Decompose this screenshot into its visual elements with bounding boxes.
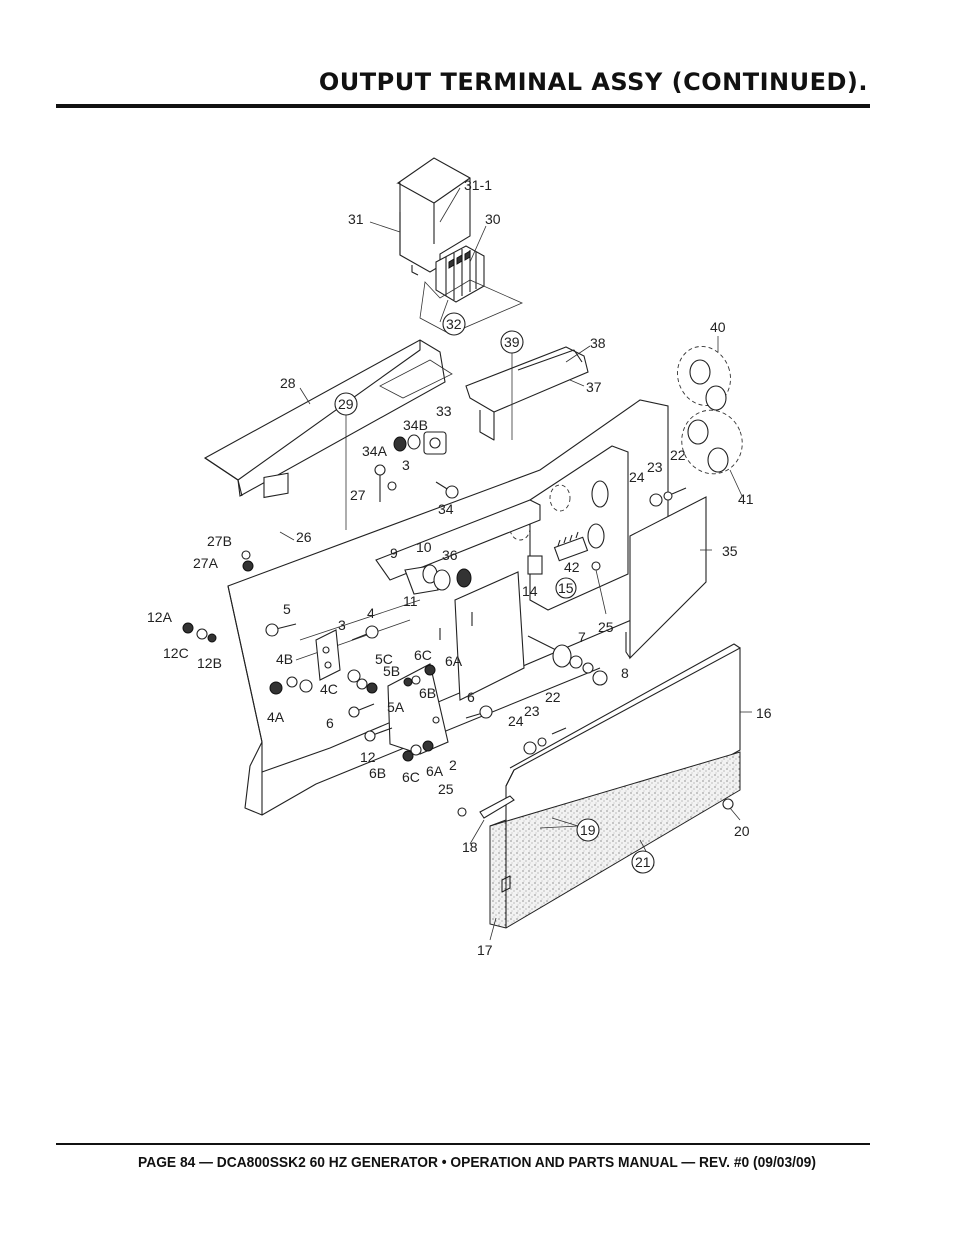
callout-6-right: 6 [467, 689, 475, 705]
callout-40: 40 [710, 319, 726, 335]
connector-group [393, 431, 589, 595]
callout-33: 33 [436, 403, 452, 419]
breaker-mount-outline [419, 279, 524, 335]
callout-21: 21 [635, 854, 651, 870]
callout-37: 37 [586, 379, 602, 395]
callout-12A: 12A [147, 609, 173, 625]
callout-35: 35 [722, 543, 738, 559]
callout-29: 29 [338, 396, 354, 412]
callout-6C-lower: 6C [402, 769, 420, 785]
insulation-panel-17 [489, 751, 741, 929]
callout-25-lower: 25 [438, 781, 454, 797]
callout-4B: 4B [276, 651, 293, 667]
callout-6A-upper: 6A [445, 653, 463, 669]
callout-6B-upper: 6B [419, 685, 436, 701]
bracket-plates [315, 629, 449, 755]
callout-24-lower: 24 [508, 713, 524, 729]
callout-3-upper: 3 [402, 457, 410, 473]
callout-30: 30 [485, 211, 501, 227]
bar-18 [479, 795, 515, 819]
callout-6-left: 6 [326, 715, 334, 731]
callout-20: 20 [734, 823, 750, 839]
callout-34A: 34A [362, 443, 388, 459]
callout-9: 9 [390, 545, 398, 561]
side-panel-35 [625, 496, 707, 660]
callout-27B: 27B [207, 533, 232, 549]
channel-28 [203, 339, 453, 497]
page-title: OUTPUT TERMINAL ASSY (CONTINUED). [318, 68, 868, 96]
callout-8: 8 [621, 665, 629, 681]
callout-2: 2 [449, 757, 457, 773]
callout-41: 41 [738, 491, 754, 507]
callout-27A: 27A [193, 555, 219, 571]
leader-lines [279, 187, 752, 941]
callout-31-1: 31-1 [464, 177, 492, 193]
callout-34B: 34B [403, 417, 428, 433]
callout-36: 36 [442, 547, 458, 563]
callout-6C: 6C [414, 647, 432, 663]
callout-5C: 5C [375, 651, 393, 667]
callout-4C: 4C [320, 681, 338, 697]
callout-26: 26 [296, 529, 312, 545]
bus-bar [375, 499, 541, 701]
callout-32: 32 [446, 316, 462, 332]
callout-18: 18 [462, 839, 478, 855]
callout-31: 31 [348, 211, 364, 227]
callout-12C: 12C [163, 645, 189, 661]
callout-42: 42 [564, 559, 580, 575]
callout-24-upper: 24 [629, 469, 645, 485]
callout-15: 15 [558, 580, 574, 596]
callout-25-upper: 25 [598, 619, 614, 635]
callout-5B: 5B [383, 663, 400, 679]
callout-10: 10 [416, 539, 432, 555]
callout-22-upper: 22 [670, 447, 686, 463]
callout-labels: 31-1 31 30 32 40 39 38 28 37 29 33 34B 3… [147, 177, 772, 958]
callout-19: 19 [580, 822, 596, 838]
callout-23-upper: 23 [647, 459, 663, 475]
callout-28: 28 [280, 375, 296, 391]
fasteners [182, 464, 734, 817]
callout-12B: 12B [197, 655, 222, 671]
callout-23-lower: 23 [524, 703, 540, 719]
callout-5-upper: 5 [283, 601, 291, 617]
callout-14: 14 [522, 583, 538, 599]
callout-22-lower: 22 [545, 689, 561, 705]
callout-27: 27 [350, 487, 366, 503]
callout-7: 7 [578, 629, 586, 645]
callout-6A-lower: 6A [426, 763, 444, 779]
callout-16: 16 [756, 705, 772, 721]
channel-37-38 [465, 346, 589, 441]
callout-3: 3 [338, 617, 346, 633]
callout-4A: 4A [267, 709, 285, 725]
receptacle-groups [677, 345, 743, 475]
callout-6B-lower: 6B [369, 765, 386, 781]
breaker-block [435, 245, 485, 303]
footer-rule [56, 1143, 870, 1145]
header-rule [56, 104, 870, 108]
callout-4: 4 [367, 605, 375, 621]
callout-17: 17 [477, 942, 493, 958]
page-footer: PAGE 84 — DCA800SSK2 60 HZ GENERATOR • O… [138, 1154, 816, 1171]
callout-39: 39 [504, 334, 520, 350]
callout-34: 34 [438, 501, 454, 517]
callout-5A: 5A [387, 699, 405, 715]
callout-38: 38 [590, 335, 606, 351]
callout-11: 11 [403, 593, 418, 609]
callout-12: 12 [360, 749, 376, 765]
